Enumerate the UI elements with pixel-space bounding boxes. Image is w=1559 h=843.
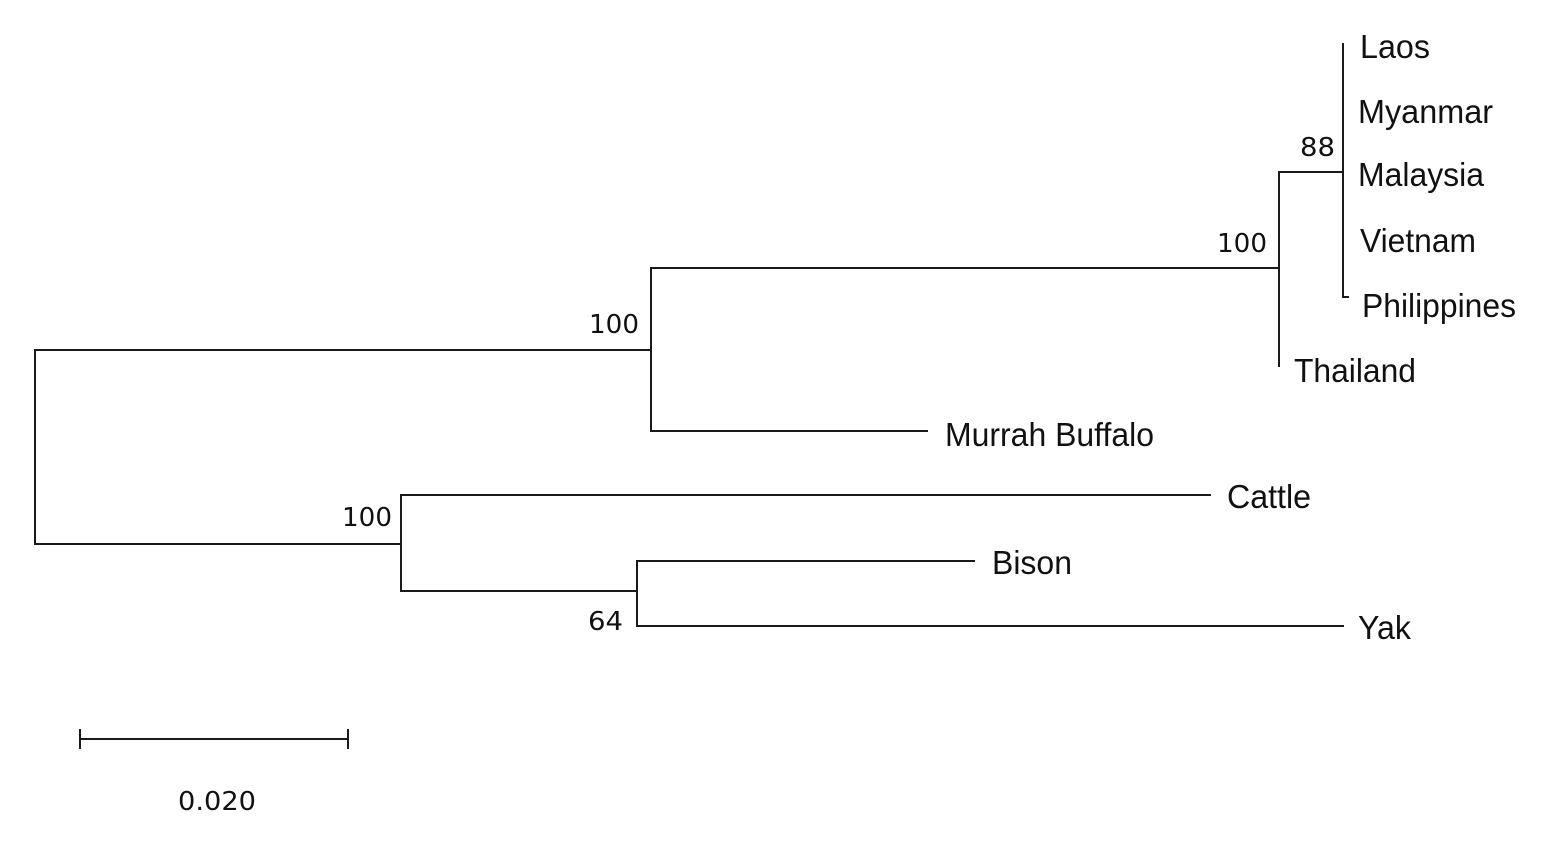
scale-bar-label: 0.020 xyxy=(178,787,256,817)
bootstrap-swamp-thailand: 100 xyxy=(1217,229,1267,259)
leaf-label-thailand: Thailand xyxy=(1294,352,1416,389)
tree-branches xyxy=(34,43,1349,627)
bootstrap-values: 88 100 100 100 64 xyxy=(342,133,1335,637)
leaf-label-laos: Laos xyxy=(1360,28,1430,65)
leaf-label-myanmar: Myanmar xyxy=(1358,93,1493,130)
leaf-labels: Laos Myanmar Malaysia Vietnam Philippine… xyxy=(945,28,1516,646)
bootstrap-swamp-clade: 88 xyxy=(1300,133,1335,163)
leaf-label-cattle: Cattle xyxy=(1227,478,1311,515)
scale-bar: 0.020 xyxy=(79,729,349,817)
leaf-label-yak: Yak xyxy=(1358,609,1411,646)
leaf-label-murrah-buffalo: Murrah Buffalo xyxy=(945,416,1154,453)
leaf-label-philippines: Philippines xyxy=(1362,287,1516,324)
bootstrap-buffalo-clade: 100 xyxy=(589,310,639,340)
leaf-label-malaysia: Malaysia xyxy=(1358,156,1485,193)
leaf-label-vietnam: Vietnam xyxy=(1360,222,1476,259)
leaf-label-bison: Bison xyxy=(992,544,1072,581)
bootstrap-bison-yak: 64 xyxy=(588,607,623,637)
bootstrap-cattle-clade: 100 xyxy=(342,503,392,533)
